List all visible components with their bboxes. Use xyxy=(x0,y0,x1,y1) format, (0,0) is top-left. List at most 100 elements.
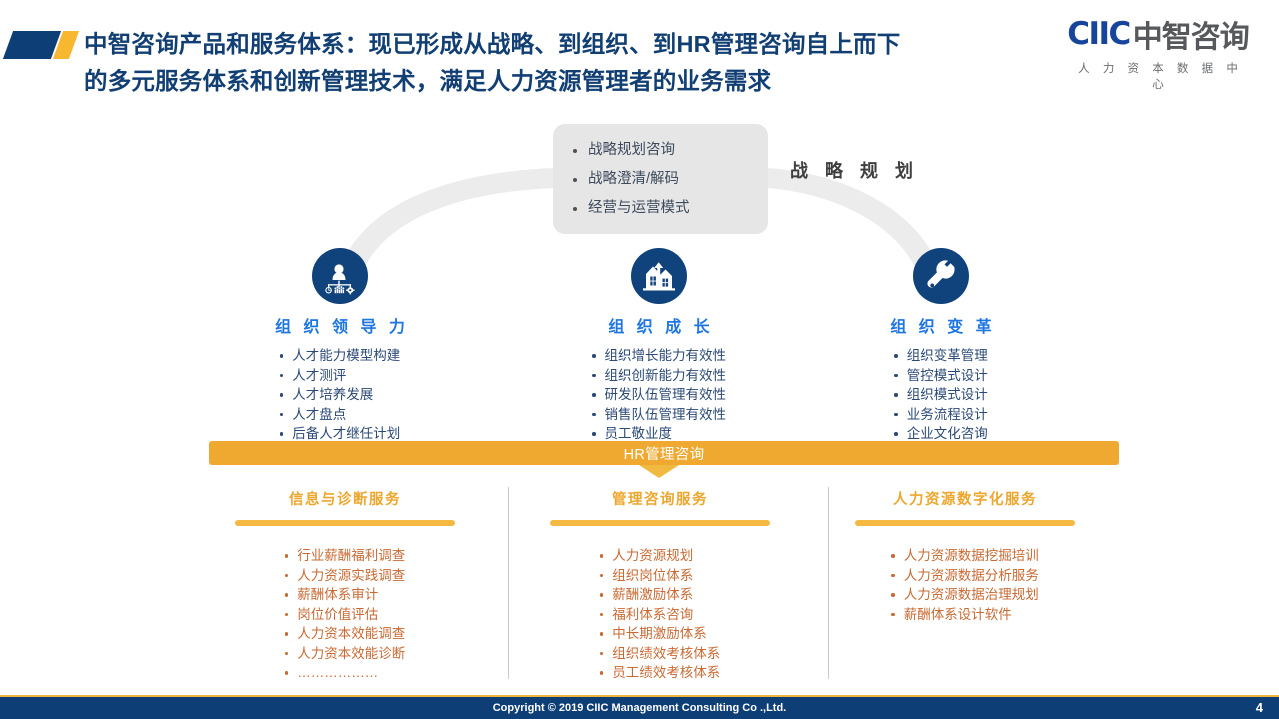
list-item: 研发队伍管理有效性 xyxy=(592,385,726,405)
list-item: ……………… xyxy=(284,663,406,683)
list-item: 组织绩效考核体系 xyxy=(599,644,721,664)
service-item-label: 岗位价值评估 xyxy=(297,606,379,622)
bullet-dot-icon xyxy=(599,612,604,616)
page-title-line-2: 的多元服务体系和创新管理技术，满足人力资源管理者的业务需求 xyxy=(84,68,772,94)
logo-main: CIIC 中智咨询 xyxy=(1063,16,1253,54)
pillar-title: 组 织 成 长 xyxy=(608,319,714,336)
bullet-dot-icon xyxy=(599,593,604,597)
copyright-text: Copyright © 2019 CIIC Management Consult… xyxy=(492,702,787,714)
list-item: 薪酬体系审计 xyxy=(284,585,406,605)
service-item-label: 人力资源数据分析服务 xyxy=(903,567,1039,583)
list-item: 人才盘点 xyxy=(279,405,401,425)
bullet-dot-icon xyxy=(599,651,604,655)
list-item: 战略澄清/解码 xyxy=(573,165,768,194)
service-item-label: 员工绩效考核体系 xyxy=(612,665,721,680)
list-item: 人力资本效能调查 xyxy=(284,624,405,644)
pillar-organization-growth: 组 织 成 长 组织增长能力有效性 组织创新能力有效性 研发队伍管理有效性 销售… xyxy=(494,248,824,444)
list-item: 薪酬体系设计软件 xyxy=(891,605,1039,625)
strategy-card: 战略规划咨询 战略澄清/解码 经营与运营模式 xyxy=(553,124,768,234)
pillar-item-list: 组织变革管理 管控模式设计 组织模式设计 业务流程设计 企业文化咨询 xyxy=(894,346,988,444)
service-item-label: 中长期激励体系 xyxy=(612,626,707,641)
service-item-label: 人力资源数据治理规划 xyxy=(903,587,1039,602)
list-item: 管控模式设计 xyxy=(894,366,988,386)
list-item: 福利体系咨询 xyxy=(599,605,721,625)
bullet-dot-icon xyxy=(284,651,289,655)
pillar-item-label: 人才测评 xyxy=(292,367,347,383)
list-item: 人力资源数据挖掘培训 xyxy=(891,546,1039,566)
pillar-item-label: 销售队伍管理有效性 xyxy=(604,406,727,422)
bullet-dot-icon xyxy=(592,432,596,436)
bullet-dot-icon xyxy=(891,554,895,558)
bullet-dot-icon xyxy=(284,632,289,636)
hr-consulting-banner-label: HR管理咨询 xyxy=(623,446,705,463)
pillar-item-label: 组织模式设计 xyxy=(906,387,988,402)
brand-logo: CIIC 中智咨询 人 力 资 本 数 据 中 心 xyxy=(1063,16,1253,92)
service-info-diagnostics: 信息与诊断服务 行业薪酬福利调查 人力资源实践调查 薪酬体系审计 岗位价值评估 … xyxy=(185,488,505,683)
strategy-item-label: 经营与运营模式 xyxy=(588,200,690,216)
logo-subtitle: 人 力 资 本 数 据 中 心 xyxy=(1078,63,1243,91)
bullet-dot-icon xyxy=(284,573,289,577)
list-item: 员工敬业度 xyxy=(592,424,726,444)
banner-arrow-down-icon xyxy=(639,465,679,478)
service-item-label: 人力资本效能诊断 xyxy=(297,645,406,661)
bullet-dot-icon xyxy=(592,354,596,358)
pillar-item-label: 组织变革管理 xyxy=(906,348,988,363)
list-item: 后备人才继任计划 xyxy=(279,424,400,444)
bullet-dot-icon xyxy=(284,554,289,558)
pillar-title: 组 织 领 导 力 xyxy=(275,319,409,336)
slide-footer: Copyright © 2019 CIIC Management Consult… xyxy=(0,695,1279,719)
bullet-dot-icon xyxy=(894,373,898,377)
list-item: 组织创新能力有效性 xyxy=(592,366,726,386)
logo-name-text: 中智咨询 xyxy=(1132,21,1250,54)
list-item: 薪酬激励体系 xyxy=(599,585,721,605)
building-growth-icon xyxy=(631,248,687,304)
pillar-item-label: 员工敬业度 xyxy=(604,426,673,441)
bullet-dot-icon xyxy=(573,206,577,211)
pillar-organization-leadership: 组 织 领 导 力 人才能力模型构建 人才测评 人才培养发展 人才盘点 后备人才… xyxy=(175,248,505,444)
list-item: 企业文化咨询 xyxy=(894,424,988,444)
list-item: 行业薪酬福利调查 xyxy=(284,546,405,566)
service-item-list: 行业薪酬福利调查 人力资源实践调查 薪酬体系审计 岗位价值评估 人力资本效能调查… xyxy=(284,546,406,683)
service-underline xyxy=(855,520,1075,526)
bullet-dot-icon xyxy=(894,432,898,436)
service-item-label: 人力资源实践调查 xyxy=(297,567,406,583)
bullet-dot-icon xyxy=(284,612,289,616)
list-item: 中长期激励体系 xyxy=(599,624,721,644)
page-title-line-1: 中智咨询产品和服务体系：现已形成从战略、到组织、到HR管理咨询自上而下 xyxy=(84,31,901,57)
page-title: 中智咨询产品和服务体系：现已形成从战略、到组织、到HR管理咨询自上而下 的多元服… xyxy=(84,26,1024,100)
service-item-label: 福利体系咨询 xyxy=(612,606,694,622)
pillar-item-label: 人才盘点 xyxy=(292,406,347,422)
section-divider xyxy=(508,487,509,679)
pillar-item-list: 组织增长能力有效性 组织创新能力有效性 研发队伍管理有效性 销售队伍管理有效性 … xyxy=(592,346,726,444)
service-underline xyxy=(550,520,770,526)
pillar-item-label: 企业文化咨询 xyxy=(906,426,988,441)
pillar-organization-change: 组 织 变 革 组织变革管理 管控模式设计 组织模式设计 业务流程设计 企业文化… xyxy=(776,248,1106,444)
list-item: 业务流程设计 xyxy=(894,405,988,425)
strategy-section-label: 战 略 规 划 xyxy=(790,161,920,181)
pillar-item-label: 研发队伍管理有效性 xyxy=(604,387,727,402)
section-divider xyxy=(828,487,829,679)
list-item: 人才培养发展 xyxy=(279,385,401,405)
bullet-dot-icon xyxy=(891,573,895,577)
list-item: 组织变革管理 xyxy=(894,346,988,366)
bullet-dot-icon xyxy=(891,593,895,597)
service-title: 人力资源数字化服务 xyxy=(893,492,1037,508)
bullet-dot-icon xyxy=(599,671,604,675)
bullet-dot-icon xyxy=(573,177,577,182)
service-item-label: 薪酬体系设计软件 xyxy=(903,606,1012,622)
list-item: 人才测评 xyxy=(279,366,401,386)
pillar-title: 组 织 变 革 xyxy=(890,319,996,336)
pillar-item-label: 管控模式设计 xyxy=(906,367,988,383)
list-item: 员工绩效考核体系 xyxy=(599,663,721,683)
hr-consulting-banner: HR管理咨询 xyxy=(209,441,1119,465)
pillar-item-label: 组织增长能力有效性 xyxy=(604,348,727,363)
accent-mark-icon xyxy=(2,31,80,59)
service-item-label: 组织绩效考核体系 xyxy=(612,645,721,661)
pillar-item-list: 人才能力模型构建 人才测评 人才培养发展 人才盘点 后备人才继任计划 xyxy=(279,346,401,444)
service-management-consulting: 管理咨询服务 人力资源规划 组织岗位体系 薪酬激励体系 福利体系咨询 中长期激励… xyxy=(500,488,820,683)
logo-mark-text: CIIC xyxy=(1067,16,1131,52)
list-item: 战略规划咨询 xyxy=(573,136,768,165)
bullet-dot-icon xyxy=(284,671,289,675)
list-item: 经营与运营模式 xyxy=(573,194,768,223)
list-item: 岗位价值评估 xyxy=(284,605,406,625)
